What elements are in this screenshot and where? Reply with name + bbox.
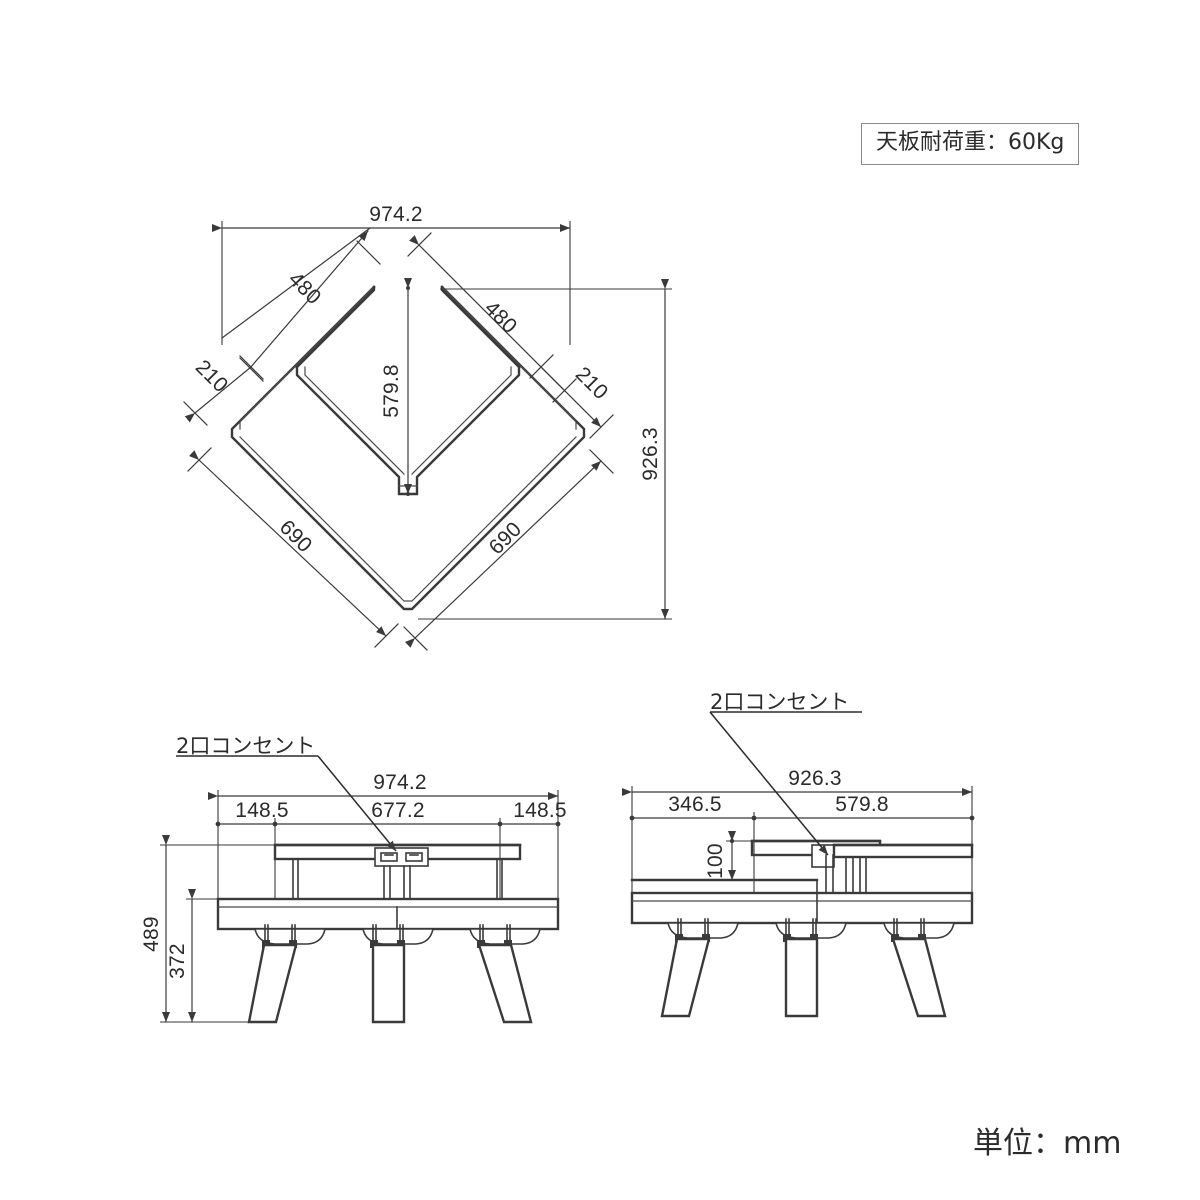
- dim-label-926-3-side: 926.3: [788, 767, 842, 790]
- leg-bracket-side-left: [667, 918, 739, 942]
- side-elevation-geometry: [630, 839, 974, 1018]
- dim-front-overall-height: 489: [140, 835, 280, 1023]
- dim-label-148-5-right: 148.5: [513, 799, 567, 822]
- dim-label-926-3-top: 926.3: [639, 427, 662, 481]
- leg-bracket-center: [362, 924, 434, 948]
- dim-label-372: 372: [166, 943, 189, 979]
- dim-label-974-2-front: 974.2: [373, 771, 427, 794]
- dim-label-579-8-top: 579.8: [380, 364, 403, 418]
- callout-label-outlet-front: 2口コンセント: [176, 730, 315, 760]
- dim-label-677-2: 677.2: [371, 799, 425, 822]
- dim-top-overall-width: 974.2: [212, 203, 571, 345]
- dim-side-shelf-height: 100: [704, 831, 790, 881]
- dim-front-leg-height: 372: [166, 889, 260, 1023]
- unit-note: 単位：mm: [973, 1118, 1121, 1162]
- dim-label-100: 100: [704, 843, 727, 879]
- dim-label-148-5-left: 148.5: [235, 799, 289, 822]
- dim-side-segments: 346.5 579.8: [629, 793, 975, 893]
- dim-label-346-5: 346.5: [668, 793, 722, 816]
- dim-label-974-2-top: 974.2: [369, 203, 423, 226]
- leg-bracket-side-right: [883, 918, 955, 942]
- callout-label-outlet-side: 2口コンセント: [710, 686, 849, 716]
- load-capacity-text: 天板耐荷重：60Kg: [876, 130, 1065, 155]
- load-capacity-badge: 天板耐荷重：60Kg: [861, 123, 1080, 166]
- callout-outlet-side: [709, 711, 862, 856]
- callout-outlet-front: [176, 755, 397, 852]
- unit-note-text: 単位：mm: [973, 1126, 1122, 1161]
- dim-label-579-8-side: 579.8: [835, 793, 889, 816]
- callout-text-front: 2口コンセント: [176, 734, 316, 758]
- dim-label-489: 489: [140, 916, 163, 952]
- front-elevation-geometry: [216, 843, 560, 1024]
- dim-front-overall-width: 974.2: [208, 771, 559, 899]
- dim-side-overall-depth: 926.3: [622, 767, 973, 893]
- top-view-table-outline: [185, 200, 625, 660]
- callout-text-side: 2口コンセント: [710, 690, 850, 714]
- dim-notch-depth: 579.8: [380, 278, 412, 496]
- dim-front-segments: 148.5 677.2 148.5: [215, 799, 567, 899]
